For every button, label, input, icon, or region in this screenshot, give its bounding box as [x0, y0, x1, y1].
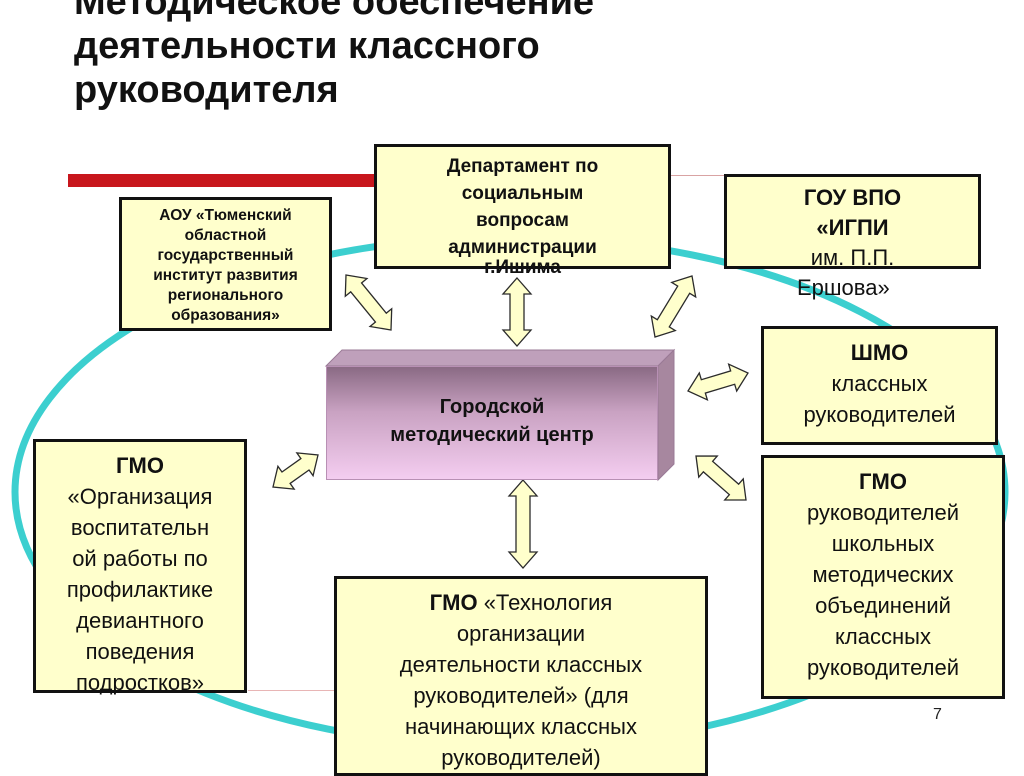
center-box-top-face — [324, 349, 676, 367]
box-gmo-deviant-behavior: ГМО «Организация воспитательн ой работы … — [33, 439, 247, 695]
center-line-2: методический центр — [390, 424, 594, 446]
box-gou-igpi: ГОУ ВПО «ИГПИ им. П.П. Ершова» — [724, 174, 981, 300]
box-department: Департамент по социальным вопросам админ… — [374, 144, 671, 278]
aou-line: АОУ «Тюменский — [159, 207, 292, 224]
gmo-bottom-first-rest: «Технология — [477, 590, 613, 615]
center-box-side-face — [657, 348, 675, 482]
shmo-line: классных — [831, 371, 928, 396]
box-shmo: ШМО классных руководителей — [761, 326, 998, 445]
box-aou-institute: АОУ «Тюменский областной государственный… — [119, 197, 332, 331]
aou-line: образования» — [171, 307, 280, 324]
gmo-right-line: методических — [812, 562, 954, 587]
gmo-left-line: «Организация — [67, 484, 213, 509]
slide-title: Методическое обеспечение деятельности кл… — [74, 0, 594, 112]
box-gmo-beginning-teachers: ГМО «Технология организации деятельности… — [334, 576, 708, 776]
gmo-left-line: профилактике — [66, 577, 214, 602]
gou-bold-line: ГОУ ВПО — [803, 185, 902, 210]
aou-line: областной — [184, 227, 267, 244]
aou-line: государственный — [157, 247, 294, 264]
gmo-right-line: классных — [835, 624, 931, 649]
title-line-3: руководителя — [74, 69, 339, 111]
arrow-gmo-left-center — [272, 452, 319, 490]
center-line-1: Городской — [439, 396, 545, 418]
arrow-shmo-center — [687, 363, 749, 401]
gmo-right-line: школьных — [831, 531, 935, 556]
aou-line: институт развития — [153, 267, 298, 284]
arrow-department-center — [501, 277, 533, 347]
gmo-left-line: подростков» — [75, 670, 205, 695]
arrow-gmo-right-center — [695, 455, 747, 501]
arrows-group — [272, 274, 749, 569]
gmo-left-line: девиантного — [76, 608, 204, 633]
department-line: администрации — [448, 237, 597, 258]
gmo-bottom-line: руководителей) — [441, 745, 601, 770]
gmo-bottom-line: начинающих классных — [405, 714, 637, 739]
gmo-left-line: воспитательн — [70, 515, 210, 540]
page-number: 7 — [933, 706, 942, 723]
gmo-bottom-first-line: ГМО «Технология — [337, 587, 705, 618]
title-line-2: деятельности классного — [74, 25, 540, 67]
gou-line: Ершова» — [797, 275, 890, 300]
gmo-right-line: руководителей — [806, 500, 960, 525]
arrow-gmo-bottom-center — [507, 479, 539, 569]
gmo-bottom-line: руководителей» (для — [413, 683, 629, 708]
title-underline-red-bar — [68, 174, 380, 187]
arrow-gou-center — [650, 275, 697, 338]
gmo-right-line: руководителей — [806, 655, 960, 680]
title-line-1: Методическое обеспечение — [74, 0, 595, 23]
aou-line: регионального — [167, 287, 284, 304]
shmo-title: ШМО — [850, 340, 909, 365]
gmo-bottom-line: организации — [456, 621, 586, 646]
gmo-right-title: ГМО — [859, 469, 907, 494]
gou-line: им. П.П. — [810, 245, 895, 270]
box-gmo-school-mo-leaders: ГМО руководителей школьных методических … — [761, 455, 1005, 699]
gou-bold-line: «ИГПИ — [816, 215, 889, 240]
department-line: вопросам — [476, 210, 569, 231]
department-line: социальным — [461, 183, 584, 204]
gmo-left-line: ой работы по — [72, 546, 208, 571]
shmo-line: руководителей — [803, 402, 956, 427]
gmo-right-line: объединений — [815, 593, 951, 618]
gmo-left-line: поведения — [85, 639, 195, 664]
department-line: г.Ишима — [484, 257, 561, 278]
gmo-bottom-title: ГМО — [429, 590, 478, 615]
bottom-rule — [248, 690, 348, 691]
city-methodical-center: Городской методический центр — [326, 366, 658, 480]
department-line: Департамент по — [446, 156, 599, 177]
gmo-bottom-line: деятельности классных — [399, 652, 643, 677]
arrow-aou-center — [344, 274, 393, 331]
gmo-left-title: ГМО — [116, 453, 164, 478]
